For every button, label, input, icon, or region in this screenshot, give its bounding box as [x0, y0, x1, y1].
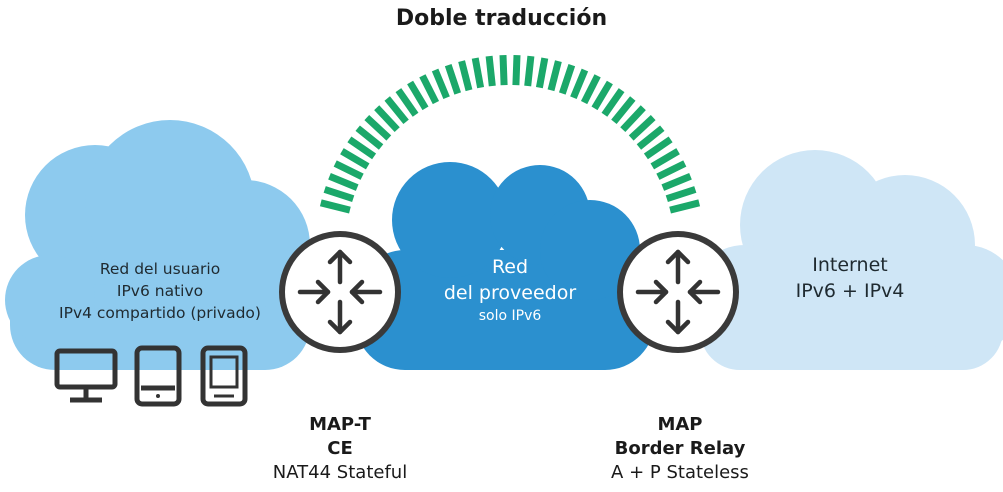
provider-network-name-2: del proveedor: [443, 282, 577, 304]
arc-dash: [636, 125, 665, 150]
translation-arc: [319, 54, 701, 214]
provider-cloud: [355, 162, 655, 370]
arc-dash: [643, 136, 673, 160]
arc-dash: [650, 148, 680, 170]
arc-dash: [547, 60, 562, 92]
arc-dash: [620, 105, 646, 132]
arc-dash: [333, 160, 364, 180]
arc-dash: [535, 57, 549, 89]
arc-dash: [328, 173, 359, 191]
arc-dash: [395, 88, 419, 117]
diagram-title: Doble traducción: [395, 6, 608, 31]
internet-protocols: IPv6 + IPv4: [795, 280, 905, 302]
tablet-icon: [134, 345, 182, 407]
arc-dash: [458, 60, 473, 92]
border-relay-type: A + P Stateless: [611, 462, 749, 483]
border-relay-router-icon: [617, 231, 739, 353]
user-network-ipv6: IPv6 nativo: [116, 282, 204, 300]
arc-dash: [665, 186, 697, 203]
arc-dash: [340, 148, 370, 170]
arc-dash: [558, 63, 576, 95]
arc-dash: [611, 96, 636, 125]
ce-router-label: MAP-T CE NAT44 Stateful: [240, 413, 440, 485]
arc-dash: [347, 136, 377, 160]
internet-name: Internet: [812, 254, 888, 276]
arc-dash: [601, 88, 625, 117]
arc-dash: [524, 55, 535, 87]
user-network-name: Red del usuario: [99, 260, 221, 278]
arc-dash: [570, 68, 589, 100]
ereader-icon: [200, 345, 248, 407]
border-relay-name: Border Relay: [614, 438, 746, 459]
internet-label: Internet IPv6 + IPv4: [740, 252, 960, 304]
provider-network-name-1: Red: [491, 256, 529, 278]
arc-dash: [669, 199, 701, 214]
arc-dash: [656, 160, 687, 180]
arc-dash: [407, 80, 429, 111]
arc-dash: [499, 54, 508, 86]
arc-dash: [374, 105, 400, 132]
monitor-icon: [54, 348, 118, 403]
internet-cloud: [690, 150, 1003, 370]
arc-dash: [661, 173, 692, 191]
provider-network-label: Red del proveedor solo IPv6: [380, 254, 640, 326]
arc-dash: [355, 125, 384, 150]
border-relay-mode: MAP: [657, 414, 703, 435]
ce-router-nat: NAT44 Stateful: [272, 462, 408, 483]
user-cloud: [5, 120, 310, 370]
arc-dash: [591, 80, 613, 111]
arc-dash: [419, 74, 440, 105]
arc-dash: [364, 115, 392, 141]
ce-router-name: CE: [327, 438, 353, 459]
border-relay-label: MAP Border Relay A + P Stateless: [580, 413, 780, 485]
arc-dash: [319, 199, 351, 214]
user-network-ipv4: IPv4 compartido (privado): [59, 304, 261, 322]
arc-dash: [431, 68, 450, 100]
user-network-label: Red del usuario IPv6 nativo IPv4 compart…: [30, 258, 290, 324]
arc-dash: [628, 115, 656, 141]
arc-dash: [580, 74, 601, 105]
ce-router-mode: MAP-T: [309, 414, 371, 435]
arc-dash: [384, 96, 409, 125]
arc-dash: [485, 55, 496, 87]
ce-router-icon: [279, 231, 401, 353]
arc-dash: [512, 54, 521, 86]
provider-network-ipv6: solo IPv6: [478, 308, 542, 324]
arc-dash: [471, 57, 485, 89]
arc-dash: [323, 186, 355, 203]
arc-dash: [444, 63, 462, 95]
